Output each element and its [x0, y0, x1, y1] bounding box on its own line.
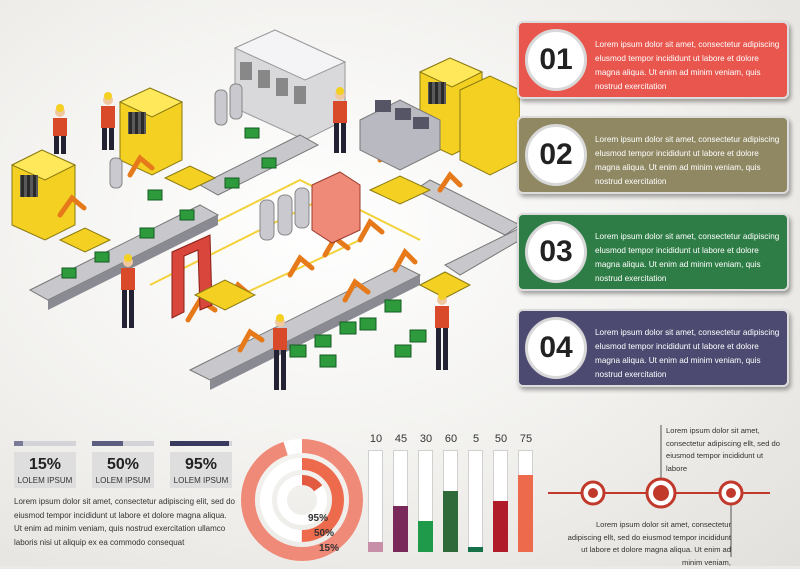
timeline-node: [645, 477, 677, 509]
bar-value-label: 60: [444, 433, 458, 445]
stat-percent: 95%: [184, 456, 218, 473]
panel-number: 04: [525, 317, 587, 379]
panel-text: Lorem ipsum dolor sit amet, consectetur …: [595, 232, 780, 283]
panel-number: 02: [525, 124, 587, 186]
stat-bar-2: [92, 441, 154, 446]
ring-chart: [241, 439, 363, 561]
control-desk: [359, 99, 441, 171]
stat-label: LOLEM IPSUM: [95, 476, 151, 485]
stat-percent: 15%: [28, 456, 62, 473]
scanner-gate: [171, 234, 213, 319]
stat-bar-fill: [170, 441, 229, 446]
stat-label: LOLEM IPSUM: [173, 476, 229, 485]
factory-illustration: [10, 29, 520, 390]
server-racks: [233, 29, 347, 141]
conveyor-belt: [28, 134, 520, 390]
stat-box-2: 50% LOLEM IPSUM: [92, 452, 154, 488]
panel-number: 01: [525, 29, 587, 91]
tanks: [109, 83, 310, 241]
bar-value-label: 30: [419, 433, 433, 445]
yellow-machine: [118, 87, 184, 176]
stat-box-1: 15% LOLEM IPSUM: [14, 452, 76, 488]
stat-label: LOLEM IPSUM: [17, 476, 73, 485]
panel-04: 04 Lorem ipsum dolor sit amet, consectet…: [517, 309, 789, 387]
timeline-text-bottom: Lorem ipsum dolor sit amet, consectetur …: [567, 520, 731, 567]
stat-box-3: 95% LOLEM IPSUM: [170, 452, 232, 488]
panel-02: 02 Lorem ipsum dolor sit amet, consectet…: [517, 116, 789, 194]
stat-percent: 50%: [106, 456, 140, 473]
panel-text: Lorem ipsum dolor sit amet, consectetur …: [595, 135, 780, 186]
ring-arc-95: [241, 439, 363, 561]
bar: [518, 475, 533, 552]
stat-bar-1: [14, 441, 76, 446]
trays: [58, 165, 472, 311]
bar-value-label: 45: [394, 433, 408, 445]
panel-01: 01 Lorem ipsum dolor sit amet, consectet…: [517, 21, 789, 99]
panel-number: 03: [525, 221, 587, 283]
bottom-left-paragraph: Lorem ipsum dolor sit amet, consectetur …: [14, 497, 235, 547]
bar: [493, 501, 508, 552]
timeline-text-top: Lorem ipsum dolor sit amet, consectetur …: [666, 426, 780, 473]
ring-label-50: 50%: [314, 528, 335, 539]
stat-bar-fill: [14, 441, 24, 446]
yellow-machine: [10, 149, 77, 241]
bar: [368, 542, 383, 552]
bar-track: [368, 450, 383, 552]
panel-text: Lorem ipsum dolor sit amet, consectetur …: [595, 40, 780, 91]
yellow-machine: [418, 57, 520, 176]
bar-value-label: 75: [519, 433, 533, 445]
stat-bar-3: [170, 441, 232, 446]
panel-text: Lorem ipsum dolor sit amet, consectetur …: [595, 328, 780, 379]
bar: [418, 521, 433, 552]
timeline: [548, 425, 770, 557]
ring-label-15: 15%: [319, 543, 340, 554]
press-machine: [311, 171, 361, 244]
ring-arc-50: [260, 458, 344, 542]
bar-track: [468, 450, 483, 552]
bar-value-label: 10: [369, 433, 383, 445]
bar: [443, 491, 458, 552]
panel-03: 03 Lorem ipsum dolor sit amet, consectet…: [517, 213, 789, 291]
bar: [468, 547, 483, 552]
ring-label-95: 95%: [308, 513, 329, 524]
bar-value-label: 5: [472, 433, 480, 445]
timeline-node: [580, 480, 606, 506]
ring-arc-15: [277, 475, 327, 525]
stat-bar-fill: [92, 441, 123, 446]
bar: [393, 506, 408, 552]
bar-value-label: 50: [494, 433, 508, 445]
workers: [53, 87, 449, 390]
green-products: [61, 127, 427, 368]
timeline-node: [718, 480, 744, 506]
